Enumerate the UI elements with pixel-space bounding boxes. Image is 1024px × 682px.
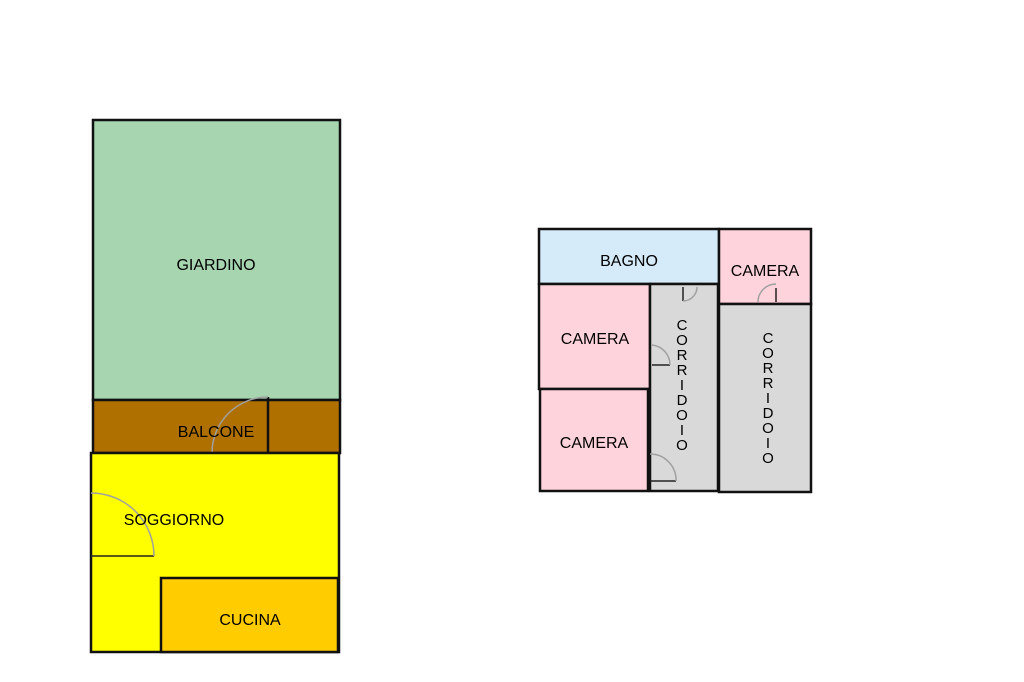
room-giardino: [91, 118, 342, 402]
room-camera-top-right: [717, 227, 813, 306]
camera-left-upper-door-arc: [651, 344, 671, 366]
bagno-door-arc: [682, 286, 698, 302]
label-balcone: BALCONE: [178, 424, 254, 441]
label-bagno: BAGNO: [600, 253, 658, 270]
balcone-door-arc: [211, 396, 269, 454]
room-corridoio-wide: [717, 302, 813, 494]
room-balcone: [91, 398, 342, 455]
camera-left-lower-door-arc: [649, 453, 677, 482]
soggiorno-door-arc: [90, 492, 155, 557]
label-cucina: CUCINA: [219, 612, 281, 629]
plan-left: GIARDINO BALCONE SOGGIORNO CUCINA: [89, 118, 342, 654]
label-camera-left-lower: CAMERA: [560, 435, 629, 452]
label-camera-top-right: CAMERA: [731, 263, 800, 280]
camera-top-right-door-arc: [757, 283, 777, 303]
label-soggiorno: SOGGIORNO: [124, 512, 224, 529]
label-camera-left-upper: CAMERA: [561, 331, 630, 348]
room-cucina: [159, 576, 340, 654]
label-giardino: GIARDINO: [176, 257, 255, 274]
room-camera-left-lower: [538, 387, 650, 493]
